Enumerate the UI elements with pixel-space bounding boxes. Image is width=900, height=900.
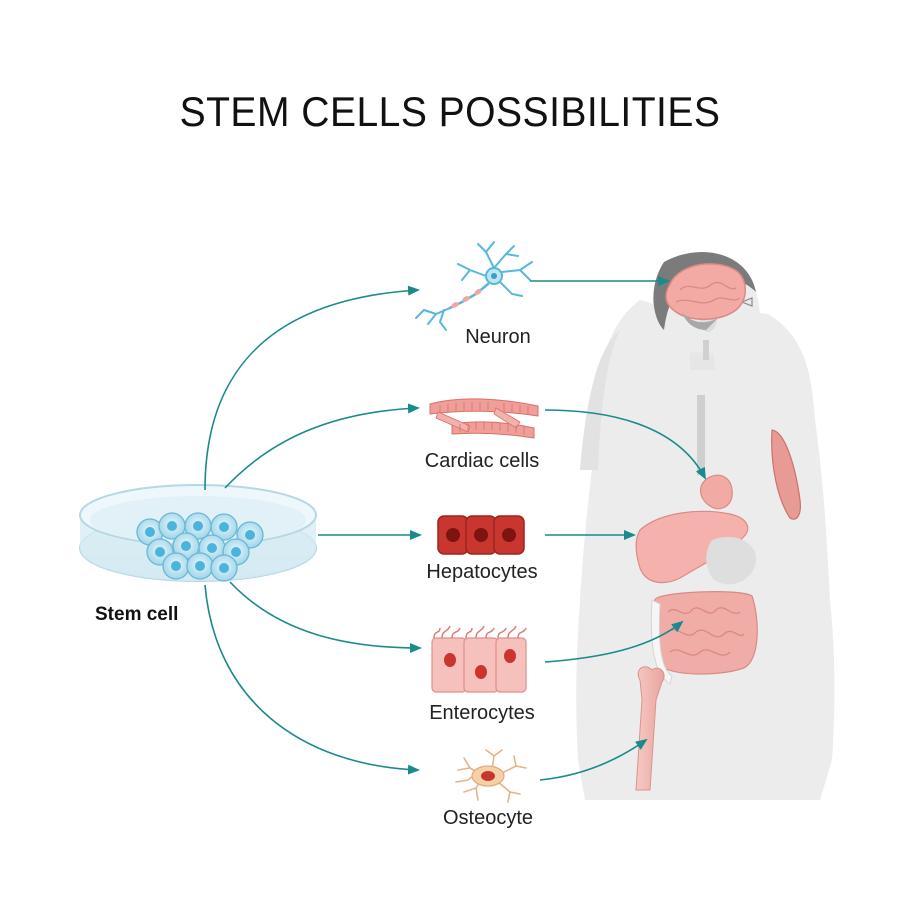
diagram-title: STEM CELLS POSSIBILITIES [179,88,721,135]
arrow-osteocyte-to-bone [539,738,648,781]
cardiac-cells [429,398,539,439]
arrow-cardiac-to-heart [544,409,706,480]
brain-organ [665,263,746,360]
label-osteocyte: Osteocyte [442,807,534,829]
femur-bone [635,666,665,791]
label-stem-cell: Stem cell [95,604,179,625]
arrow-enterocytes-to-intestine [544,620,684,663]
muscle-organ [771,429,801,520]
label-cardiac-cells: Cardiac cells [424,450,540,472]
intestine-organ [650,591,758,685]
neuron-cell [415,241,533,331]
heart-organ [700,474,733,510]
enterocytes-cells [431,625,527,693]
label-enterocytes: Enterocytes [429,702,535,724]
arrows [204,276,706,781]
trachea-shape [697,395,705,475]
hepatocytes-cells [437,515,525,555]
osteocyte-cell [455,749,527,803]
arrow-stem-to-enterocytes [229,581,422,653]
arrow-stem-to-cardiac [224,403,420,489]
label-hepatocytes: Hepatocytes [426,561,538,583]
arrow-stem-to-osteocyte [204,584,420,775]
label-neuron: Neuron [465,326,531,348]
stomach-organ [706,536,757,585]
stem-cells-cluster [136,512,264,582]
arrow-stem-to-neuron [204,285,420,491]
